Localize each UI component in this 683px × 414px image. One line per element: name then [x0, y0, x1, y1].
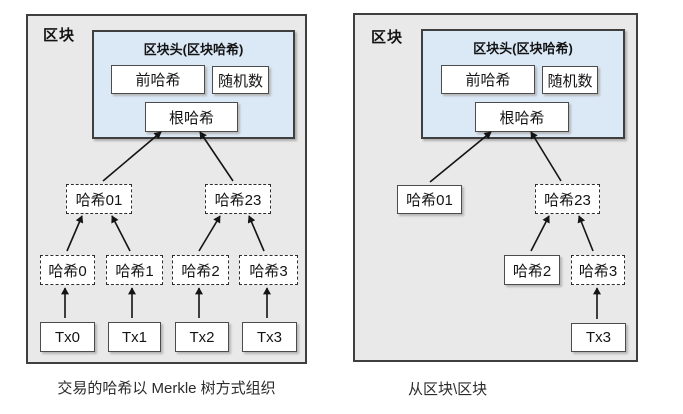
left-caption: 交易的哈希以 Merkle 树方式组织 [57, 380, 276, 397]
left-tx2-node: Tx2 [175, 322, 229, 352]
right-prev-hash-node: 前哈希 [441, 65, 535, 94]
right-nonce-node: 随机数 [542, 66, 598, 94]
left-hash3-node: 哈希3 [239, 255, 298, 285]
right-caption: 从区块\区块 [408, 381, 488, 398]
left-block-header-box: 区块头(区块哈希) 前哈希 随机数 根哈希 [92, 30, 295, 139]
left-block-panel: 区块 区块头(区块哈希) 前哈希 随机数 根哈希 哈希01 哈希23 哈希0 哈… [26, 14, 307, 364]
left-hash2-node: 哈希2 [172, 255, 229, 285]
left-block-header-title: 区块头(区块哈希) [143, 42, 244, 57]
right-hash3-node: 哈希3 [571, 255, 625, 285]
right-block-header-box: 区块头(区块哈希) 前哈希 随机数 根哈希 [421, 29, 625, 139]
right-block-label: 区块 [371, 29, 404, 46]
left-hash0-node: 哈希0 [40, 255, 95, 285]
right-hash23-node: 哈希23 [535, 184, 600, 214]
left-hash1-node: 哈希1 [106, 255, 163, 285]
left-nonce-node: 随机数 [212, 66, 269, 94]
right-hash2-node: 哈希2 [504, 255, 560, 285]
right-block-header-title: 区块头(区块哈希) [473, 41, 573, 56]
left-root-hash-node: 根哈希 [145, 102, 238, 132]
right-block-panel: 区块 区块头(区块哈希) 前哈希 随机数 根哈希 哈希01 哈希23 哈希2 哈… [353, 13, 638, 362]
right-tx3-node: Tx3 [571, 323, 626, 352]
left-tx1-node: Tx1 [108, 322, 161, 352]
left-tx3-node: Tx3 [242, 322, 297, 352]
left-block-label: 区块 [43, 27, 76, 44]
right-hash01-node: 哈希01 [397, 185, 462, 214]
left-tx0-node: Tx0 [40, 322, 95, 352]
left-hash01-node: 哈希01 [66, 184, 132, 214]
left-hash23-node: 哈希23 [205, 184, 271, 214]
left-prev-hash-node: 前哈希 [111, 65, 205, 94]
right-root-hash-node: 根哈希 [475, 102, 569, 132]
